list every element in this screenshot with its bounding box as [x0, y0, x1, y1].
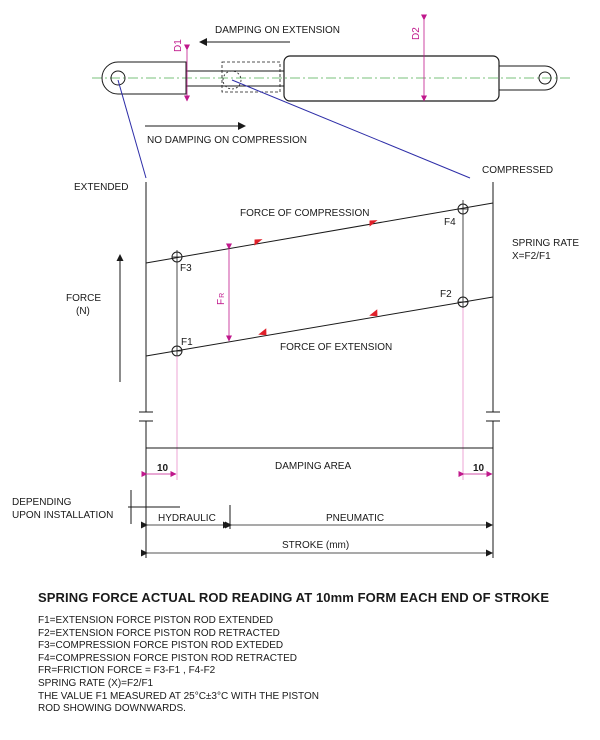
compression-force-line — [145, 202, 494, 264]
note-friction: FR=FRICTION FORCE = F3-F1 , F4-F2 — [38, 665, 216, 677]
compressed-label: COMPRESSED — [482, 165, 553, 176]
note-f1: F1=EXTENSION FORCE PISTON ROD EXTENDED — [38, 615, 274, 626]
ten-left-label: 10 — [157, 463, 169, 474]
spring-rate-label: SPRING RATE — [512, 238, 579, 249]
cylinder-body — [283, 55, 500, 102]
damping-area-label: DAMPING AREA — [275, 461, 351, 472]
note-spring-rate: SPRING RATE (X)=F2/F1 — [38, 677, 154, 689]
point-f3 — [171, 251, 183, 263]
force-unit-label: (N) — [76, 306, 90, 317]
f1-label: F1 — [181, 337, 193, 348]
note-f2: F2=EXTENSION FORCE PISTON ROD RETRACTED — [38, 627, 280, 639]
ten-right-label: 10 — [473, 463, 485, 474]
spring-force-heading: SPRING FORCE ACTUAL ROD READING AT 10mm … — [38, 590, 550, 605]
upon-installation-label: UPON INSTALLATION — [12, 510, 113, 521]
extension-direction-arrow-1 — [258, 328, 267, 336]
point-f4 — [457, 203, 469, 215]
d1-label: D1 — [173, 39, 184, 52]
force-axis-label: FORCE — [66, 293, 101, 304]
note-f3: F3=COMPRESSION FORCE PISTON ROD EXTEDED — [38, 640, 284, 652]
note-measurement-cont: ROD SHOWING DOWNWARDS. — [38, 703, 186, 715]
definition-notes: F1=EXTENSION FORCE PISTON ROD EXTENDED F… — [38, 615, 319, 716]
note-f4: F4=COMPRESSION FORCE PISTON ROD RETRACTE… — [38, 652, 298, 664]
hydraulic-label: HYDRAULIC — [158, 513, 216, 524]
extension-direction-arrow-2 — [369, 309, 378, 317]
no-damping-on-compression-label: NO DAMPING ON COMPRESSION — [147, 135, 307, 146]
piston-detail — [221, 61, 281, 93]
gas-spring-drawing — [92, 14, 572, 179]
d2-label: D2 — [411, 27, 422, 40]
leader-line-compressed — [231, 79, 471, 179]
force-diagram — [116, 182, 500, 558]
piston-rod — [185, 70, 285, 87]
force-of-compression-label: FORCE OF COMPRESSION — [240, 208, 369, 219]
depending-label: DEPENDING — [12, 497, 72, 508]
extended-label: EXTENDED — [74, 182, 128, 193]
f4-label: F4 — [444, 217, 456, 228]
leader-line-extended — [117, 79, 147, 179]
right-eye-hole — [538, 71, 552, 85]
f2-label: F2 — [440, 289, 452, 300]
spring-rate-formula-label: X=F2/F1 — [512, 251, 551, 262]
fr-label: FR — [216, 293, 227, 305]
f3-label: F3 — [180, 263, 192, 274]
left-eye-end — [101, 61, 187, 95]
gas-spring-force-diagram: DAMPING ON EXTENSION NO DAMPING ON COMPR… — [12, 14, 579, 558]
piston-circle — [222, 70, 242, 90]
force-of-extension-label: FORCE OF EXTENSION — [280, 342, 392, 353]
compression-direction-arrow-2 — [369, 220, 378, 227]
svg-text:FR: FR — [216, 293, 227, 305]
extension-force-line — [145, 296, 494, 357]
right-eye-end — [499, 65, 558, 91]
note-measurement: THE VALUE F1 MEASURED AT 25°C±3°C WITH T… — [38, 690, 319, 702]
compression-direction-arrow-1 — [254, 239, 263, 246]
pneumatic-label: PNEUMATIC — [326, 513, 384, 524]
point-f2 — [457, 296, 469, 308]
damping-on-extension-label: DAMPING ON EXTENSION — [215, 25, 340, 36]
left-eye-hole — [110, 70, 126, 86]
stroke-label: STROKE (mm) — [282, 540, 349, 551]
